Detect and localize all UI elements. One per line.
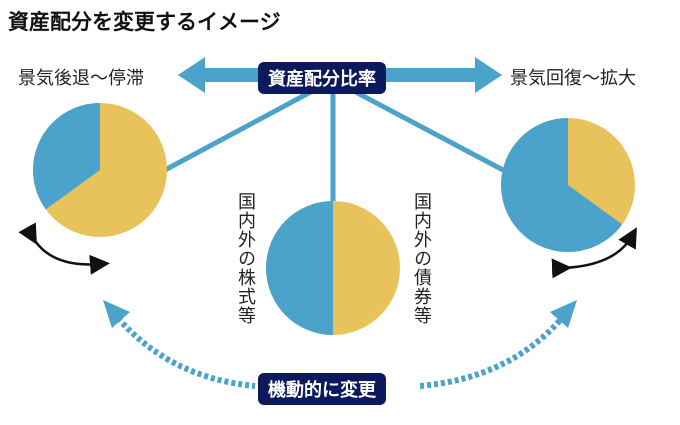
pie-recession xyxy=(32,103,167,237)
expansion-label: 景気回復～拡大 xyxy=(510,68,636,89)
pie-neutral xyxy=(266,201,400,335)
connector-lines xyxy=(163,77,505,202)
dotted-arc-left xyxy=(115,316,256,389)
dotted-arrowhead-left xyxy=(103,300,130,328)
stocks-slice xyxy=(32,103,100,210)
stocks-label: 国内外の株式等 xyxy=(235,192,256,325)
stocks-slice xyxy=(266,201,333,335)
page-title: 資産配分を変更するイメージ xyxy=(8,10,281,34)
stocks-slice xyxy=(501,118,623,252)
recession-label: 景気後退～停滞 xyxy=(18,68,144,89)
dynamic-change-box: 機動的に変更 xyxy=(258,373,386,405)
pie-expansion xyxy=(501,118,635,252)
dotted-arc-right xyxy=(419,316,565,389)
allocation-ratio-box: 資産配分比率 xyxy=(258,62,386,94)
rotate-arrow-left xyxy=(18,222,110,275)
rotate-arrow-right xyxy=(551,227,637,279)
dotted-arrowhead-right xyxy=(550,300,577,328)
bonds-label: 国内外の債券等 xyxy=(411,192,432,325)
